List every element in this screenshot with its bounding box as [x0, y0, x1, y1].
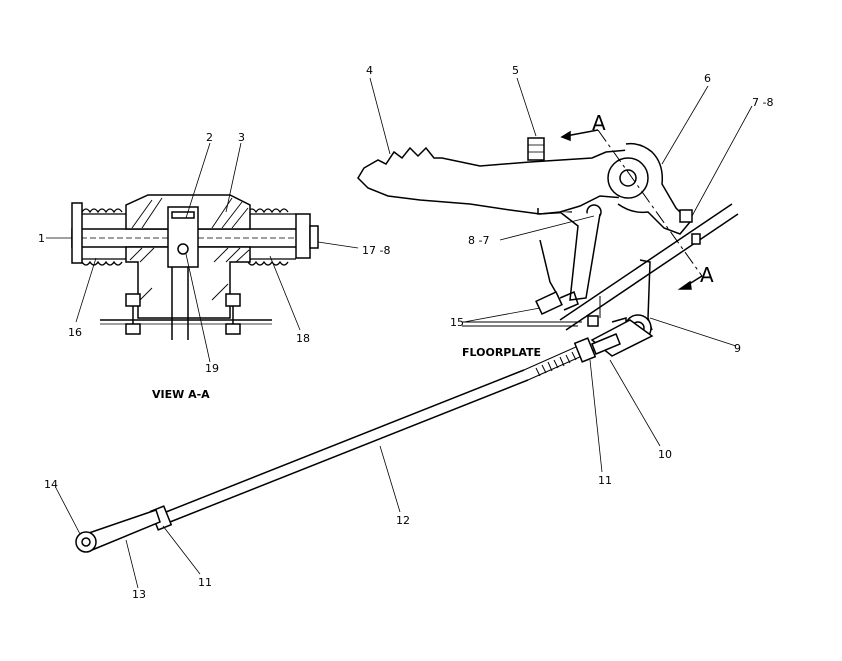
spring-left	[81, 208, 126, 266]
callout-16: 16	[68, 326, 82, 339]
floorplate	[462, 203, 739, 331]
callout-5: 5	[512, 64, 519, 77]
callout-2: 2	[206, 131, 213, 144]
pedal-assembly	[357, 77, 753, 357]
callout-9: 9	[734, 342, 741, 355]
callout-12: 12	[396, 514, 410, 527]
section-view-a-a	[46, 142, 359, 363]
rod-end-lower	[85, 509, 161, 551]
callout-7-8: 7 -8	[752, 96, 773, 109]
pedal-tread	[357, 146, 641, 215]
locknut-upper	[573, 337, 597, 363]
callout-14: 14	[44, 478, 58, 491]
callout-17-8: 17 -8	[362, 244, 390, 257]
callout-18: 18	[296, 332, 310, 345]
callout-19: 19	[205, 362, 219, 375]
mounting-bolts	[125, 293, 241, 335]
callout-13: 13	[132, 588, 146, 601]
callout-11-lower: 11	[198, 576, 212, 589]
callout-4: 4	[366, 64, 373, 77]
control-rod	[55, 333, 661, 589]
callout-labels: 1 2 3 4 5 6 7 -8 8 -7 9 10 11 11 12 13 1…	[38, 64, 773, 601]
callout-3: 3	[238, 131, 245, 144]
callout-11-upper: 11	[598, 474, 612, 487]
floorplate-label: FLOORPLATE	[462, 346, 541, 359]
callout-8-7: 8 -7	[468, 234, 489, 247]
nut	[295, 213, 311, 259]
stop-screw	[527, 137, 545, 161]
callout-6: 6	[704, 72, 711, 85]
callout-15: 15	[450, 316, 464, 329]
callout-10: 10	[658, 448, 672, 461]
view-caption: VIEW A-A	[152, 388, 210, 401]
section-mark-top: A	[592, 111, 606, 135]
spring-right	[247, 208, 296, 266]
rod-main	[165, 369, 525, 513]
section-mark-bottom: A	[700, 263, 714, 287]
callout-1: 1	[38, 232, 45, 245]
